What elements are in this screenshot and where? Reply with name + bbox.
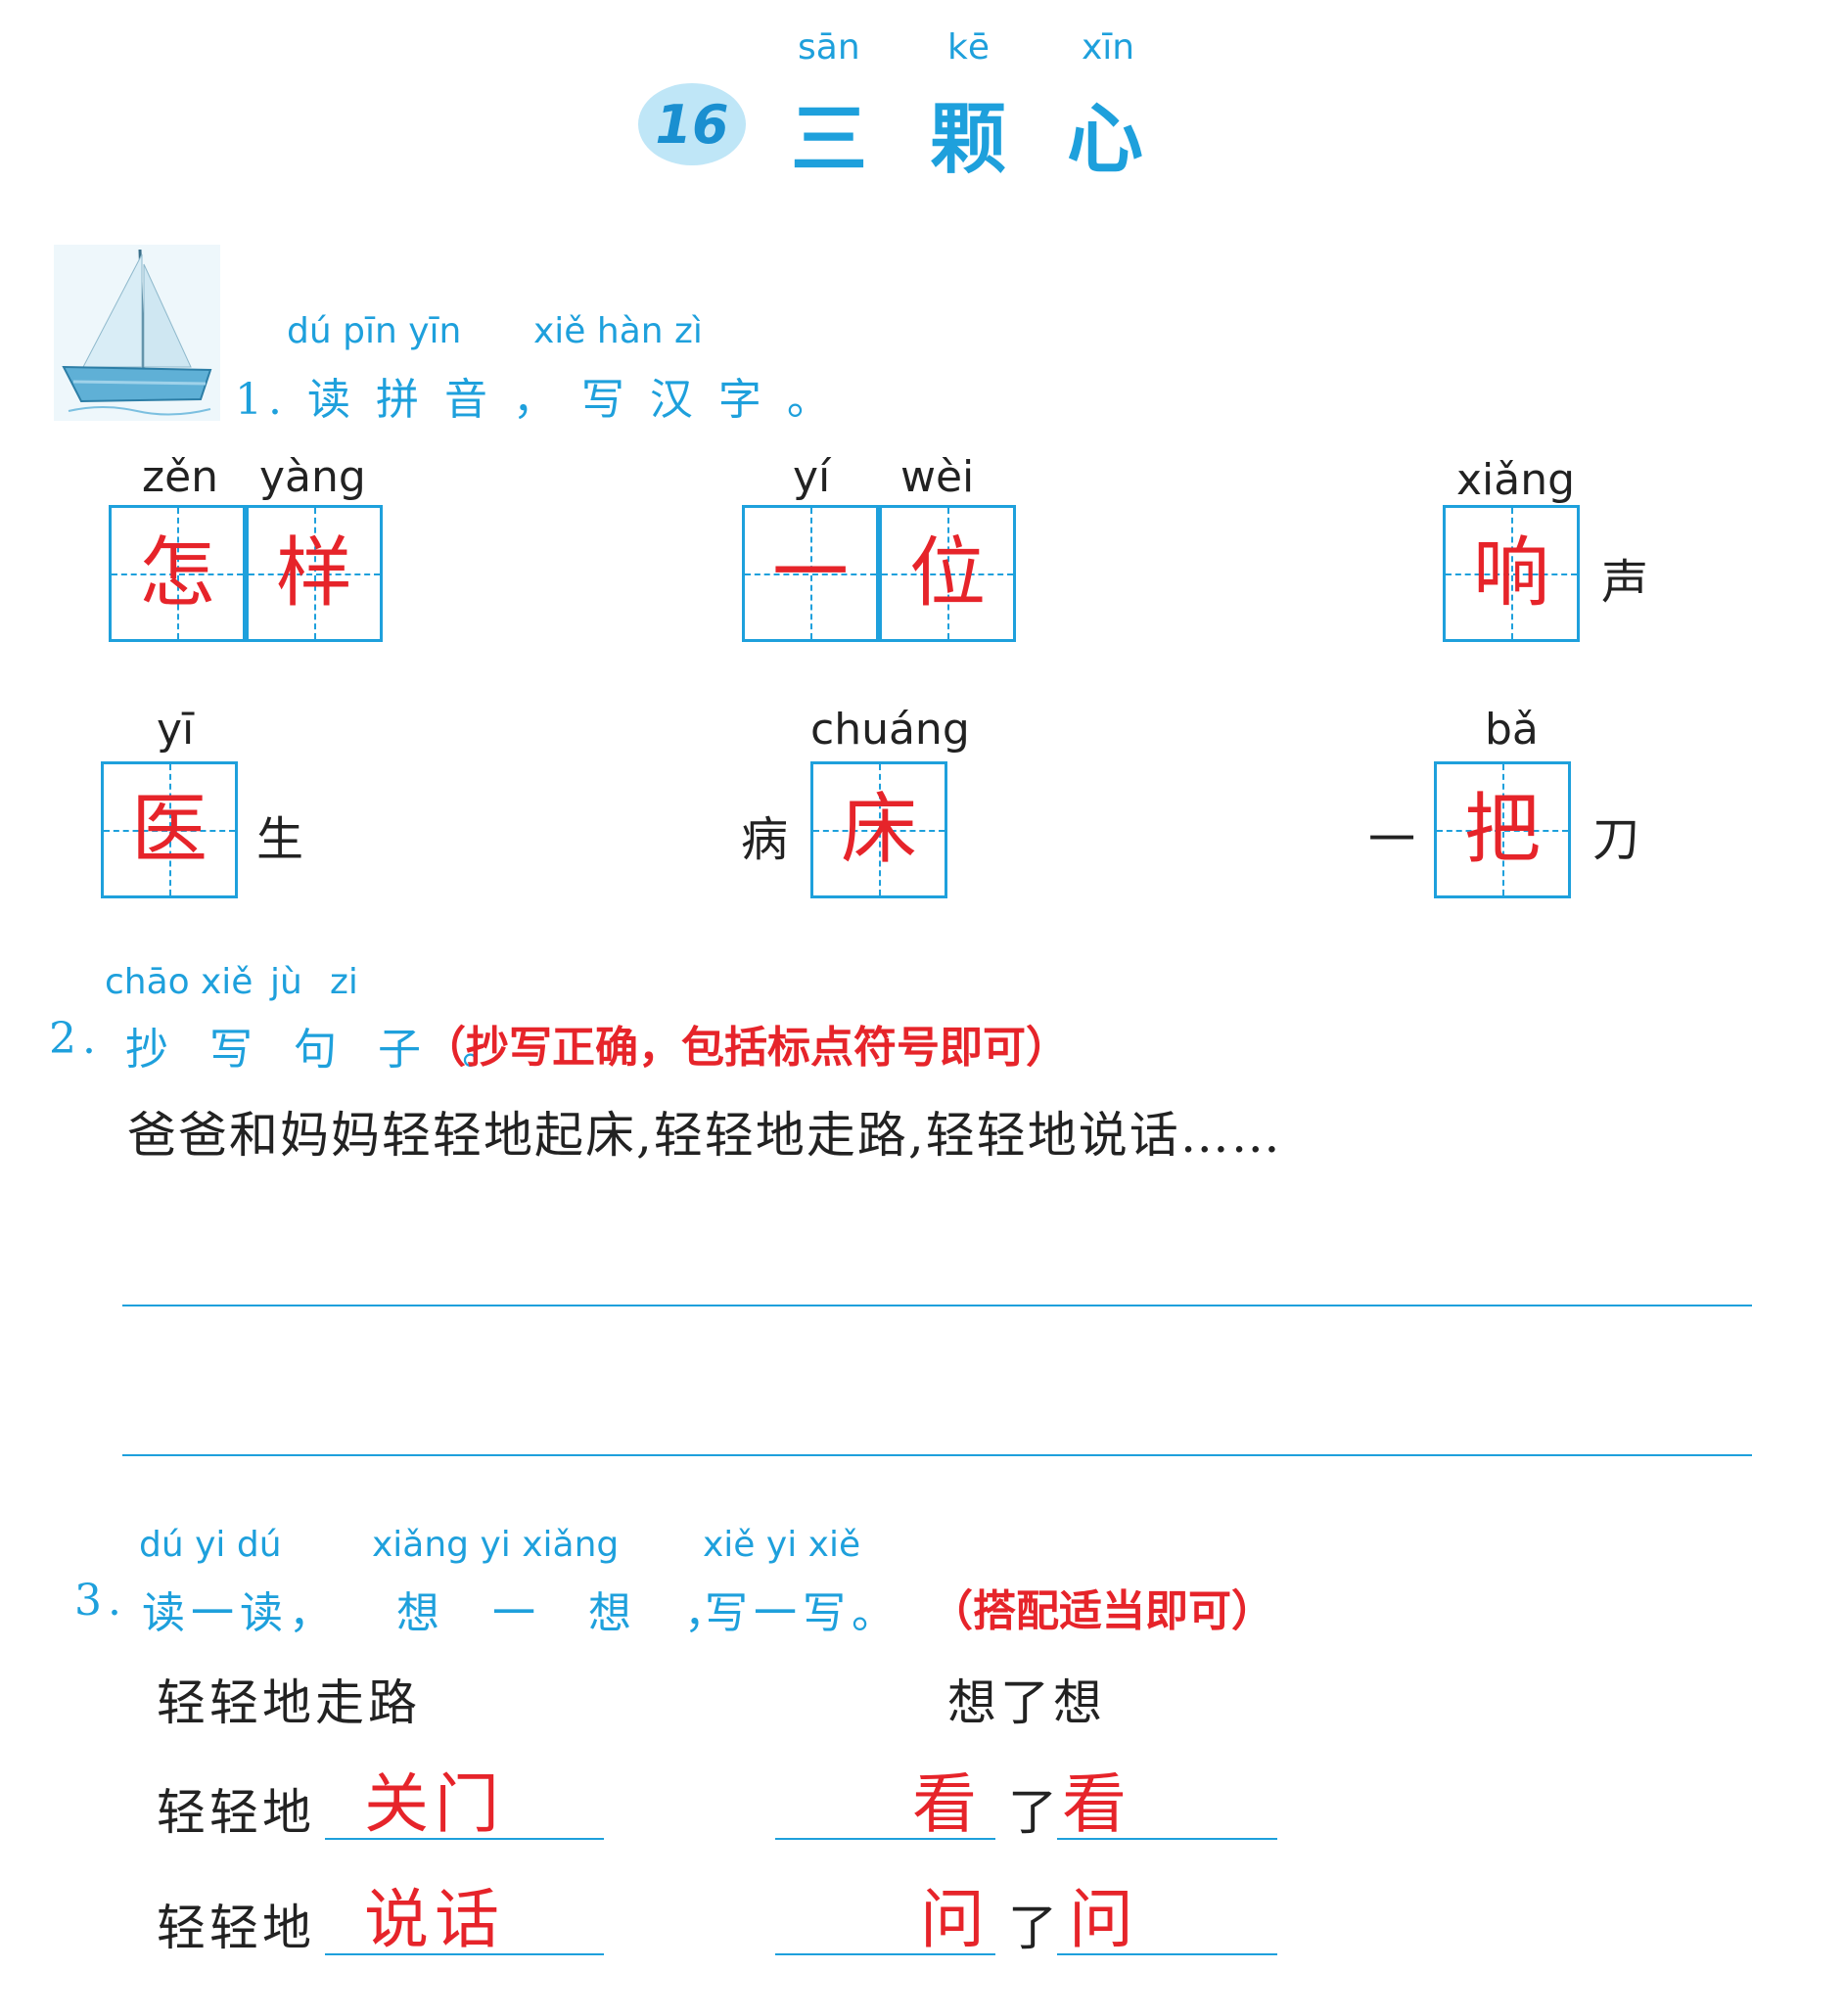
section2-number: 2. [49,1014,102,1064]
sailboat-illustration [54,245,220,421]
pinyin-chuang: chuáng [810,705,970,755]
title-pinyin-2: kē [947,27,990,68]
section3-pinyin-3: xiě yi xiě [703,1525,861,1565]
section2-pinyin-2: xiě [201,962,254,1002]
answer-text: 问 [1069,1882,1139,1957]
answer-text: 问 [920,1882,991,1957]
answer-char: 把 [1463,786,1541,874]
context-char: 声 [1601,555,1649,610]
answer-line[interactable] [775,1838,995,1840]
section3-pinyin-2: xiǎng yi xiǎng [372,1525,620,1565]
context-char: 生 [256,812,304,867]
title-char-1: 三 [791,95,868,184]
section2-note: （抄写正确，包括标点符号即可） [423,1023,1069,1073]
answer-char: 怎 [138,529,215,618]
pinyin-yi: yí [793,452,831,502]
title-pinyin-3: xīn [1082,27,1135,68]
section3-heading-1: 读一读， [142,1588,338,1638]
pinyin-wei: wèi [900,452,975,502]
tianzige-box[interactable]: 医 [101,761,238,898]
answer-line[interactable] [1057,1953,1277,1955]
pinyin-zen: zěn [142,452,219,502]
tianzige-box[interactable]: 响 [1443,505,1580,642]
answer-char: 样 [275,529,352,618]
pinyin-yang: yàng [259,452,366,502]
title-char-3: 心 [1067,95,1144,184]
prefix-phrase: 轻轻地 [157,1900,315,1956]
answer-line[interactable] [775,1953,995,1955]
answer-char: 医 [130,786,207,874]
section3-note: （搭配适当即可） [930,1586,1274,1636]
copy-sentence: 爸爸和妈妈轻轻地起床,轻轻地走路,轻轻地说话…… [127,1107,1282,1164]
title-pinyin-1: sān [798,27,860,68]
pinyin-ba: bǎ [1485,705,1539,755]
pinyin-xiang: xiǎng [1456,455,1576,505]
section3-heading-2: 想 一 想 ， [396,1588,747,1638]
section2-pinyin-4: zi [330,962,358,1002]
middle-char: 了 [1008,1900,1061,1956]
answer-text: 说话 [364,1882,505,1957]
context-char: 一 [1368,812,1416,867]
answer-char: 床 [840,786,917,874]
lesson-number-badge: 16 [638,83,746,165]
answer-line[interactable] [325,1953,604,1955]
section1-heading: 1. 读 拼 音 ， 写 汉 字 。 [235,375,836,425]
answer-line[interactable] [1057,1838,1277,1840]
context-char: 病 [741,812,789,867]
answer-char: 一 [771,529,849,618]
answer-text: 看 [1062,1766,1132,1842]
writing-line[interactable] [122,1454,1752,1456]
answer-char: 响 [1472,529,1549,618]
tianzige-box[interactable]: 位 [879,505,1016,642]
section1-pinyin-2: xiě hàn zì [533,311,703,351]
section2-heading: 抄 写 句 子 。 [125,1025,519,1075]
writing-line[interactable] [122,1305,1752,1306]
pinyin-yi1: yī [157,705,195,755]
answer-text: 看 [912,1766,983,1842]
tianzige-box[interactable]: 样 [246,505,383,642]
example-phrase-right: 想了想 [947,1674,1106,1731]
answer-text: 关门 [364,1766,505,1842]
section2-pinyin-3: jù [270,962,302,1002]
middle-char: 了 [1008,1784,1061,1841]
answer-char: 位 [908,529,986,618]
section3-number: 3. [74,1576,127,1626]
tianzige-box[interactable]: 把 [1434,761,1571,898]
context-char: 刀 [1592,812,1640,867]
section2-pinyin-1: chāo [105,962,190,1002]
section1-pinyin-1: dú pīn yīn [287,311,462,351]
prefix-phrase: 轻轻地 [157,1784,315,1841]
tianzige-box[interactable]: 怎 [109,505,246,642]
section3-pinyin-1: dú yi dú [139,1525,282,1565]
example-phrase-left: 轻轻地走路 [157,1674,421,1731]
title-char-2: 颗 [930,95,1007,184]
tianzige-box[interactable]: 床 [810,761,947,898]
answer-line[interactable] [325,1838,604,1840]
section3-heading-3: 写一写。 [705,1588,900,1638]
tianzige-box[interactable]: 一 [742,505,879,642]
